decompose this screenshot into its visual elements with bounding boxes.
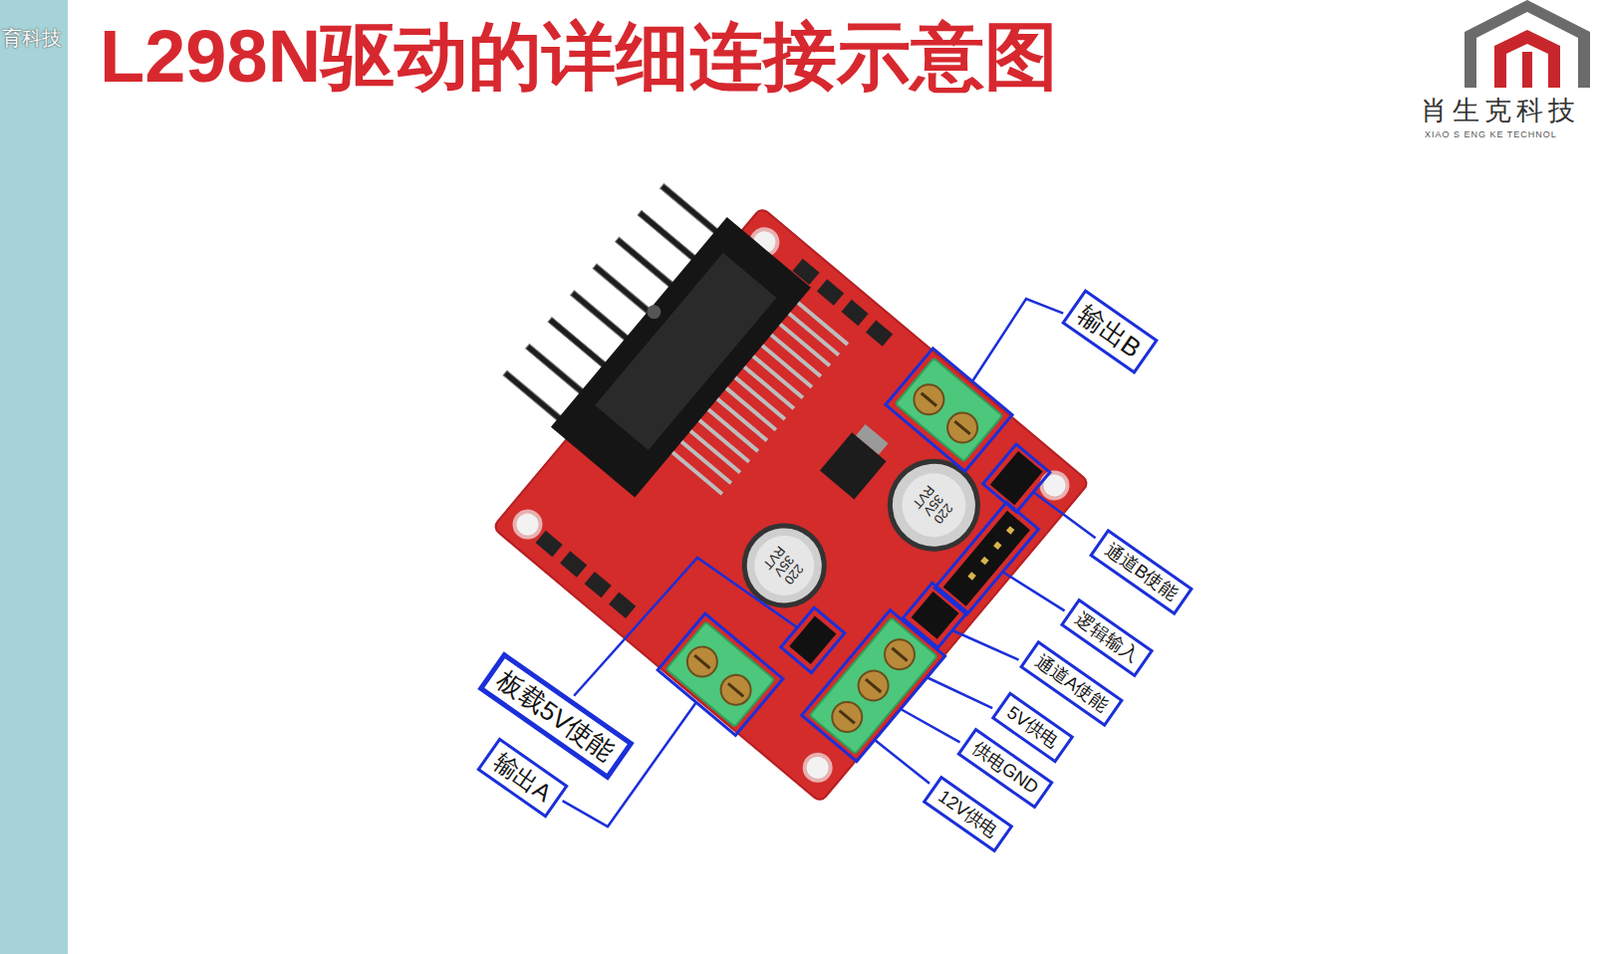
logo-inner bbox=[1494, 29, 1561, 88]
highlight-outline bbox=[801, 610, 946, 763]
callout-box: 输出A bbox=[476, 737, 569, 819]
diode bbox=[584, 571, 612, 598]
diode bbox=[792, 259, 819, 285]
heatsink-screw bbox=[644, 301, 665, 322]
header-pins bbox=[961, 528, 1013, 589]
diode bbox=[535, 531, 563, 557]
highlight-outline bbox=[781, 607, 845, 674]
leader-line bbox=[900, 709, 960, 743]
leader-line bbox=[874, 740, 930, 785]
smd-diodes bbox=[535, 245, 894, 634]
leader-line bbox=[573, 557, 798, 697]
chip-pins bbox=[672, 302, 848, 495]
callout-label: 通道B使能 bbox=[1100, 538, 1182, 604]
capacitor-top bbox=[742, 524, 827, 609]
screw-slots bbox=[921, 393, 971, 435]
leader-line bbox=[926, 677, 993, 709]
logo-subtext: XIAO S ENG KE TECHNOL bbox=[1424, 130, 1558, 140]
terminal-body bbox=[666, 622, 776, 728]
callout-label: 输出A bbox=[488, 748, 556, 807]
leader-lines bbox=[562, 298, 1096, 827]
side-bar bbox=[0, 0, 68, 954]
slide-title: L298N驱动的详细连接示意图 bbox=[99, 19, 1059, 94]
highlight-outline bbox=[885, 348, 1013, 473]
callout-label: 通道A使能 bbox=[1031, 650, 1112, 716]
callout-label: 12V供电 bbox=[933, 786, 1002, 842]
highlight-outline bbox=[983, 444, 1051, 513]
callout-label: 逻辑输入 bbox=[1071, 608, 1143, 667]
screw-slots bbox=[694, 655, 744, 697]
leader-line bbox=[972, 298, 1064, 382]
callout-box: 通道B使能 bbox=[1088, 528, 1194, 615]
diode bbox=[840, 299, 868, 326]
callout-label: 5V供电 bbox=[1002, 702, 1062, 753]
leader-line bbox=[1033, 492, 1096, 538]
logo-text: 肖生克科技 bbox=[1420, 97, 1581, 125]
callout-box: 12V供电 bbox=[921, 775, 1014, 853]
leader-line bbox=[1002, 571, 1066, 611]
watermark: 育科技 bbox=[1, 27, 62, 48]
callout-box: 输出B bbox=[1061, 288, 1159, 375]
voltage-regulator bbox=[819, 432, 887, 500]
diode bbox=[865, 319, 893, 346]
company-logo-icon bbox=[1464, 0, 1591, 88]
mounting-hole bbox=[799, 750, 836, 788]
callout-label: 输出B bbox=[1071, 300, 1146, 365]
heatsink-plate bbox=[550, 217, 811, 498]
highlight-outline bbox=[902, 582, 968, 648]
l298n-chip bbox=[594, 253, 777, 451]
diode bbox=[816, 278, 844, 305]
capacitor bbox=[728, 510, 841, 623]
leader-line bbox=[952, 630, 1019, 661]
terminal-block-a bbox=[666, 622, 776, 728]
capacitor-top bbox=[888, 460, 979, 550]
diode bbox=[608, 592, 636, 619]
logo-roof bbox=[1464, 0, 1591, 88]
l298n-board bbox=[421, 148, 1091, 806]
jumper-5v bbox=[789, 615, 836, 665]
highlight-outline bbox=[657, 613, 784, 736]
diode bbox=[559, 550, 587, 577]
logo-column bbox=[1522, 51, 1533, 88]
